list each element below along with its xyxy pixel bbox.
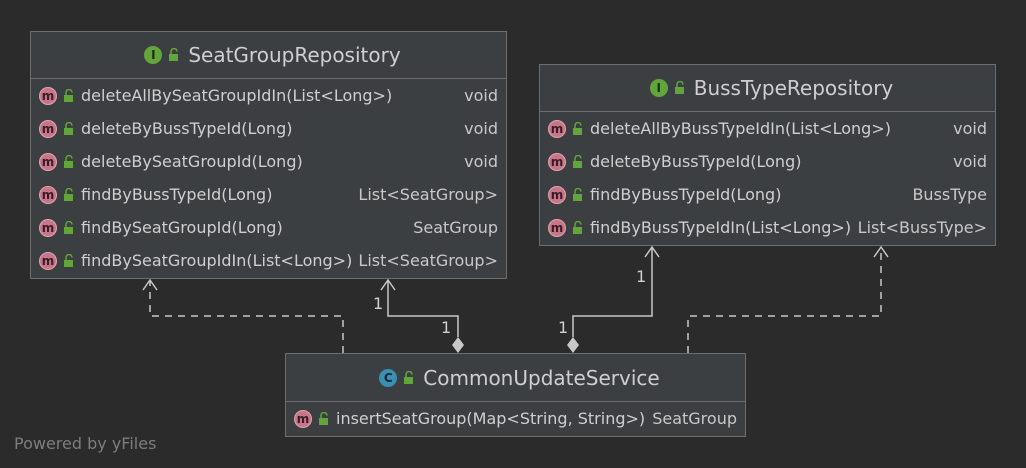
public-lock-icon xyxy=(573,220,582,234)
method-return-type: void xyxy=(953,119,987,138)
method-icon: m xyxy=(39,218,57,237)
method-icon: m xyxy=(548,152,566,171)
method-row[interactable]: m findByBussTypeId(Long) BussType xyxy=(540,178,995,211)
public-lock-icon xyxy=(64,88,73,102)
public-lock-icon xyxy=(64,220,73,234)
method-icon: m xyxy=(548,185,566,204)
method-name: deleteByBussTypeId(Long) xyxy=(590,152,802,171)
method-return-type: List<SeatGroup> xyxy=(358,251,498,270)
method-icon: m xyxy=(39,152,57,171)
multiplicity-seatgroup-source: 1 xyxy=(441,318,452,337)
public-lock-icon xyxy=(64,154,73,168)
method-row[interactable]: m findBySeatGroupIdIn(List<Long>) List<Sea… xyxy=(31,244,506,277)
node-header: C CommonUpdateService xyxy=(286,354,745,402)
method-name: deleteByBussTypeId(Long) xyxy=(81,119,293,138)
aggregation-edge-seatgroup xyxy=(387,280,459,337)
node-common-update-service[interactable]: C CommonUpdateService m insertSeatGroup(M… xyxy=(285,353,746,437)
realization-arrowhead-busstype xyxy=(873,245,889,258)
method-name: deleteBySeatGroupId(Long) xyxy=(81,152,303,171)
multiplicity-busstype-target: 1 xyxy=(636,267,647,286)
method-return-type: BussType xyxy=(912,185,987,204)
aggregation-arrowhead-busstype xyxy=(644,245,660,258)
method-return-type: void xyxy=(953,152,987,171)
method-row[interactable]: m insertSeatGroup(Map<String, String>) Sea… xyxy=(286,402,745,435)
interface-icon: I xyxy=(144,46,163,64)
method-icon: m xyxy=(39,251,57,270)
method-name: deleteAllByBussTypeIdIn(List<Long>) xyxy=(590,119,891,138)
method-name: findBySeatGroupIdIn(List<Long>) xyxy=(81,251,353,270)
realization-arrowhead-seatgroup xyxy=(142,278,158,291)
aggregation-diamond-busstype xyxy=(567,337,579,353)
method-return-type: void xyxy=(464,86,498,105)
class-icon: C xyxy=(379,368,398,387)
method-return-type: List<BussType> xyxy=(857,218,987,237)
method-row[interactable]: m deleteBySeatGroupId(Long) void xyxy=(31,145,506,178)
interface-icon: I xyxy=(649,79,668,97)
method-return-type: void xyxy=(464,152,498,171)
method-return-type: SeatGroup xyxy=(652,409,737,428)
method-name: findByBussTypeId(Long) xyxy=(590,185,782,204)
method-list: m deleteAllBySeatGroupIdIn(List<Long>) voi… xyxy=(31,79,506,277)
method-icon: m xyxy=(39,86,57,105)
method-icon: m xyxy=(39,185,57,204)
public-lock-icon xyxy=(404,370,414,384)
method-list: m deleteAllByBussTypeIdIn(List<Long>) void… xyxy=(540,112,995,244)
multiplicity-busstype-source: 1 xyxy=(558,318,569,337)
node-buss-type-repository[interactable]: I BussTypeRepository m deleteAllByBussTyp… xyxy=(539,64,996,246)
method-row[interactable]: m deleteAllByBussTypeIdIn(List<Long>) void xyxy=(540,112,995,145)
public-lock-icon xyxy=(169,48,179,61)
public-lock-icon xyxy=(64,121,73,135)
method-row[interactable]: m findByBussTypeIdIn(List<Long>) List<Buss… xyxy=(540,211,995,244)
node-header: I BussTypeRepository xyxy=(540,65,995,112)
method-row[interactable]: m deleteByBussTypeId(Long) void xyxy=(31,112,506,145)
method-row[interactable]: m deleteAllBySeatGroupIdIn(List<Long>) voi… xyxy=(31,79,506,112)
public-lock-icon xyxy=(64,187,73,201)
method-icon: m xyxy=(39,119,57,138)
aggregation-arrowhead-seatgroup xyxy=(380,278,396,291)
method-name: findByBussTypeIdIn(List<Long>) xyxy=(590,218,852,237)
aggregation-edge-busstype xyxy=(572,247,653,337)
node-title: SeatGroupRepository xyxy=(188,43,401,67)
node-seat-group-repository[interactable]: I SeatGroupRepository m deleteAllBySeatGr… xyxy=(30,31,507,279)
method-icon: m xyxy=(548,119,566,138)
node-header: I SeatGroupRepository xyxy=(31,32,506,79)
method-name: deleteAllBySeatGroupIdIn(List<Long>) xyxy=(81,86,393,105)
method-row[interactable]: m findBySeatGroupId(Long) SeatGroup xyxy=(31,211,506,244)
method-icon: m xyxy=(294,409,312,428)
public-lock-icon xyxy=(319,411,328,425)
public-lock-icon xyxy=(573,154,582,168)
method-row[interactable]: m deleteByBussTypeId(Long) void xyxy=(540,145,995,178)
method-return-type: SeatGroup xyxy=(413,218,498,237)
multiplicity-seatgroup-target: 1 xyxy=(373,294,384,313)
powered-by-footer: Powered by yFiles xyxy=(14,434,157,453)
realization-edge-busstype xyxy=(687,247,882,353)
method-return-type: List<SeatGroup> xyxy=(358,185,498,204)
public-lock-icon xyxy=(573,121,582,135)
method-name: findBySeatGroupId(Long) xyxy=(81,218,283,237)
node-title: BussTypeRepository xyxy=(693,76,894,100)
method-return-type: void xyxy=(464,119,498,138)
method-list: m insertSeatGroup(Map<String, String>) Sea… xyxy=(286,402,745,435)
public-lock-icon xyxy=(573,187,582,201)
method-row[interactable]: m findByBussTypeId(Long) List<SeatGroup> xyxy=(31,178,506,211)
public-lock-icon xyxy=(64,253,73,267)
method-name: insertSeatGroup(Map<String, String>) xyxy=(336,409,646,428)
node-title: CommonUpdateService xyxy=(423,365,660,390)
public-lock-icon xyxy=(674,81,684,94)
method-name: findByBussTypeId(Long) xyxy=(81,185,273,204)
realization-edge-seatgroup xyxy=(149,280,344,353)
method-icon: m xyxy=(548,218,566,237)
aggregation-diamond-seatgroup xyxy=(452,337,464,353)
